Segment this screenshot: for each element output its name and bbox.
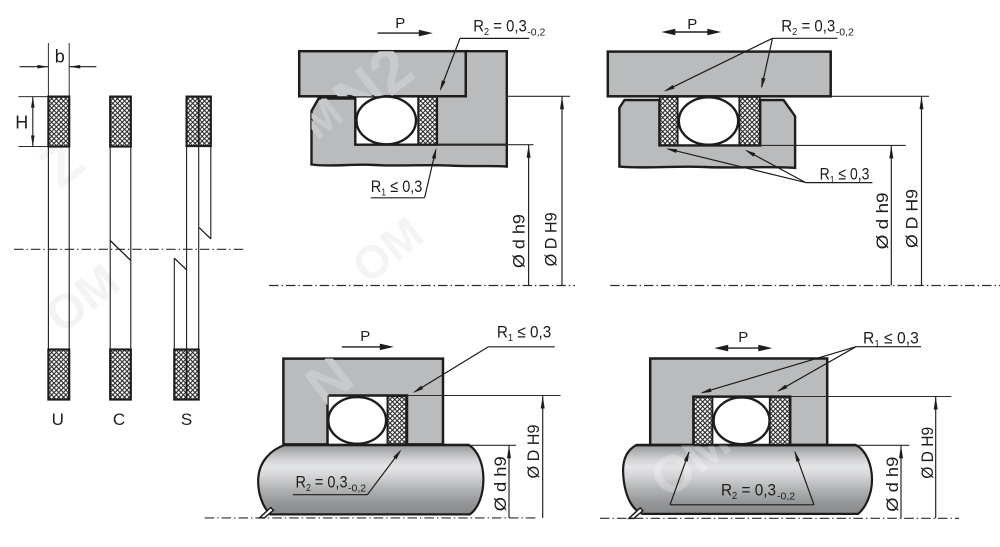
svg-text:Ø D H9: Ø D H9	[918, 427, 937, 479]
svg-text:-0,2: -0,2	[527, 26, 545, 38]
svg-text:P: P	[395, 15, 405, 32]
svg-text:R1 ≤ 0,3: R1 ≤ 0,3	[371, 177, 423, 199]
svg-text:Ø D H9: Ø D H9	[542, 212, 561, 266]
svg-text:R2 = 0,3: R2 = 0,3	[473, 17, 527, 39]
svg-text:P: P	[687, 16, 697, 33]
svg-text:U: U	[52, 410, 64, 429]
svg-text:Ø D H9: Ø D H9	[903, 189, 922, 248]
svg-text:R2 = 0,3: R2 = 0,3	[296, 473, 348, 495]
svg-text:R1 ≤ 0,3: R1 ≤ 0,3	[497, 322, 551, 344]
svg-text:Ø D H9: Ø D H9	[524, 425, 543, 479]
svg-text:R2 = 0,3: R2 = 0,3	[781, 17, 835, 39]
svg-text:Ø d h9: Ø d h9	[510, 214, 529, 268]
svg-text:Ø d h9: Ø d h9	[883, 457, 902, 512]
svg-text:H: H	[15, 112, 28, 132]
svg-text:S: S	[181, 410, 192, 429]
svg-text:Ø d h9: Ø d h9	[491, 456, 510, 511]
svg-text:b: b	[55, 46, 65, 66]
svg-text:R2 = 0,3: R2 = 0,3	[721, 481, 776, 503]
svg-text:P: P	[738, 329, 748, 346]
svg-text:C: C	[113, 410, 125, 429]
svg-text:R1 ≤ 0,3: R1 ≤ 0,3	[863, 329, 919, 351]
svg-text:-0,2: -0,2	[836, 26, 854, 38]
svg-text:-0,2: -0,2	[777, 490, 795, 502]
svg-text:Ø d h9: Ø d h9	[873, 192, 892, 249]
svg-text:-0,2: -0,2	[348, 482, 366, 494]
svg-text:P: P	[360, 328, 370, 345]
